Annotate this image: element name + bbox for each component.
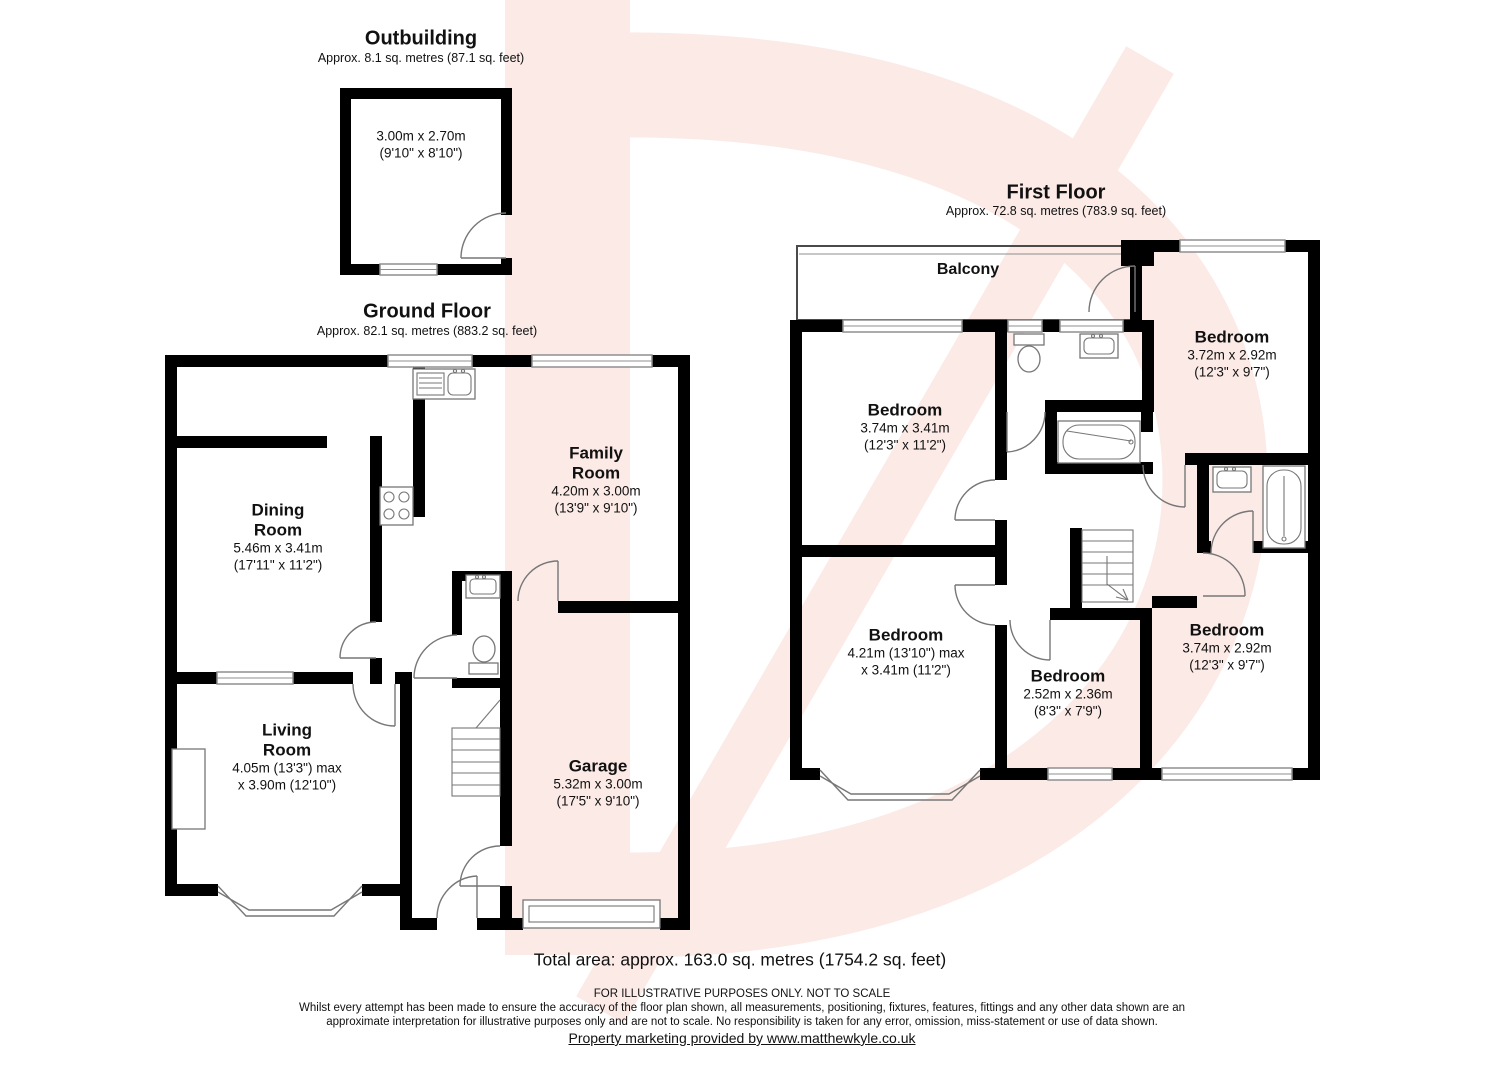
marketing-link[interactable]: Property marketing provided by www.matth… xyxy=(568,1030,916,1046)
stove-icon xyxy=(379,486,414,526)
door-arcs xyxy=(954,265,1254,661)
ground-floor-subtitle: Approx. 82.1 sq. metres (883.2 sq. feet) xyxy=(316,324,538,338)
first-floor-title: First Floor xyxy=(1006,181,1106,204)
kitchen-sink-icon xyxy=(412,368,476,400)
illustrative-note: FOR ILLUSTRATIVE PURPOSES ONLY. NOT TO S… xyxy=(593,988,891,1000)
room-label-bedroom-4: Bedroom 2.52m x 2.36m (8'3" x 7'9") xyxy=(1023,666,1113,719)
ground-floor-plan xyxy=(165,354,690,930)
bathtub-icon xyxy=(1057,420,1141,464)
door-arcs xyxy=(339,560,559,919)
total-area-text: Total area: approx. 163.0 sq. metres (17… xyxy=(533,949,947,970)
stairs xyxy=(1081,529,1134,603)
wc-sink-icon xyxy=(465,574,501,599)
bathroom-sink-icon xyxy=(1079,333,1119,359)
first-floor-plan xyxy=(790,239,1320,801)
window-icon xyxy=(379,263,438,276)
disclaimer-line-2: approximate interpretation for illustrat… xyxy=(326,1016,1158,1028)
first-floor-subtitle: Approx. 72.8 sq. metres (783.9 sq. feet) xyxy=(945,204,1167,218)
toilet-icon xyxy=(1013,333,1045,373)
shower-bath-icon xyxy=(1262,465,1306,549)
room-label-dining-room: Dining Room 5.46m x 3.41m (17'11" x 11'2… xyxy=(233,500,323,573)
windows xyxy=(819,239,1293,801)
windows xyxy=(216,354,653,917)
room-label-bedroom-3: Bedroom 4.21m (13'10") max x 3.41m (11'2… xyxy=(847,625,965,678)
room-label-living-room: Living Room 4.05m (13'3") max x 3.90m (1… xyxy=(232,720,342,793)
stairs xyxy=(451,699,501,797)
room-label-family-room: Family Room 4.20m x 3.00m (13'9" x 9'10"… xyxy=(551,443,641,516)
walls xyxy=(790,240,1320,780)
room-label-outbuilding: 3.00m x 2.70m (9'10" x 8'10") xyxy=(376,128,466,161)
room-label-garage: Garage 5.32m x 3.00m (17'5" x 9'10") xyxy=(553,756,643,809)
walls xyxy=(340,88,512,275)
bay-window-icon xyxy=(819,769,981,801)
room-label-bedroom-1: Bedroom 3.74m x 3.41m (12'3" x 11'2") xyxy=(860,400,950,453)
toilet-icon xyxy=(468,635,499,675)
garage-door-icon xyxy=(522,899,661,929)
room-label-balcony: Balcony xyxy=(936,261,1000,278)
ground-floor-title: Ground Floor xyxy=(363,300,491,323)
fireplace-icon xyxy=(171,748,206,830)
outbuilding-subtitle: Approx. 8.1 sq. metres (87.1 sq. feet) xyxy=(317,51,525,65)
bay-window-icon xyxy=(217,885,363,917)
ensuite-sink-icon xyxy=(1212,466,1252,493)
disclaimer-line-1: Whilst every attempt has been made to en… xyxy=(299,1002,1185,1014)
outbuilding-title: Outbuilding xyxy=(364,27,478,50)
room-label-bedroom-2: Bedroom 3.72m x 2.92m (12'3" x 9'7") xyxy=(1187,327,1277,380)
walls xyxy=(165,355,690,930)
door-arc xyxy=(460,212,507,259)
outbuilding-plan xyxy=(340,88,512,276)
room-label-bedroom-5: Bedroom 3.74m x 2.92m (12'3" x 9'7") xyxy=(1182,620,1272,673)
